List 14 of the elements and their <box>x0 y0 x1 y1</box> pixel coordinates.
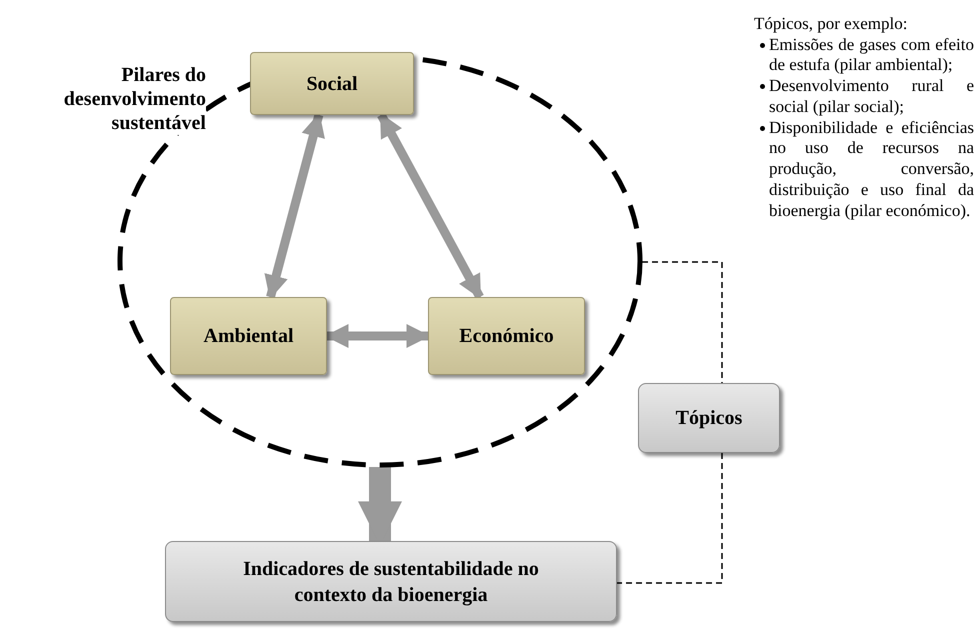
process-box: Tópicos <box>638 383 780 453</box>
arrow <box>324 324 430 348</box>
process-box: Indicadores de sustentabilidade no contexto da bioenergia <box>165 541 617 622</box>
dashed-connector <box>617 453 723 584</box>
process-box: Ambiental <box>170 297 327 375</box>
list-heading: Tópicos, por exemplo: <box>754 14 908 35</box>
bullet-text: Desenvolvimento rural e social (pilar social); <box>769 76 974 118</box>
process-box: Económico <box>428 297 585 375</box>
arrow <box>264 112 325 300</box>
process-box: Social <box>250 52 414 115</box>
arrow <box>377 112 484 300</box>
dashed-connector <box>642 261 723 383</box>
bullet-text: Emissões de gases com efeito de estufa (pilar ambiental); <box>769 34 974 76</box>
bullet-text: Disponibilidade e eficiências no uso de recursos na produção, conversão, distribuição e uso final da bioenergia (pilar económico). <box>769 118 974 222</box>
